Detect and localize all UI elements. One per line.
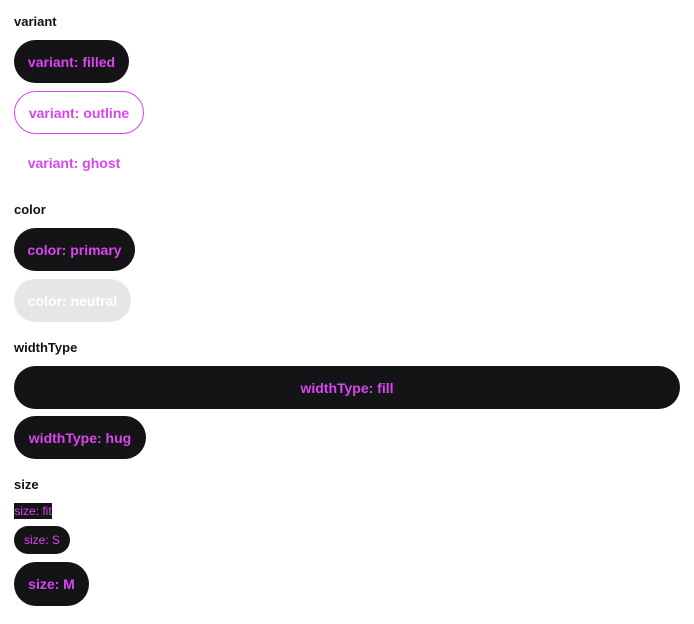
variant-filled-button[interactable]: variant: filled [14,40,129,83]
section-label-color: color [14,202,46,217]
size-s-button[interactable]: size: S [14,526,70,554]
variant-outline-button[interactable]: variant: outline [14,91,144,134]
section-label-variant: variant [14,14,57,29]
variant-ghost-button[interactable]: variant: ghost [27,154,121,171]
size-fit-button[interactable]: size: fit [14,503,52,519]
section-label-widthtype: widthType [14,340,78,355]
widthtype-fill-button[interactable]: widthType: fill [14,366,680,409]
section-label-size: size [14,477,39,492]
widthtype-hug-button[interactable]: widthType: hug [14,416,146,459]
color-neutral-button[interactable]: color: neutral [14,279,131,322]
size-m-button[interactable]: size: M [14,562,89,606]
color-primary-button[interactable]: color: primary [14,228,135,271]
